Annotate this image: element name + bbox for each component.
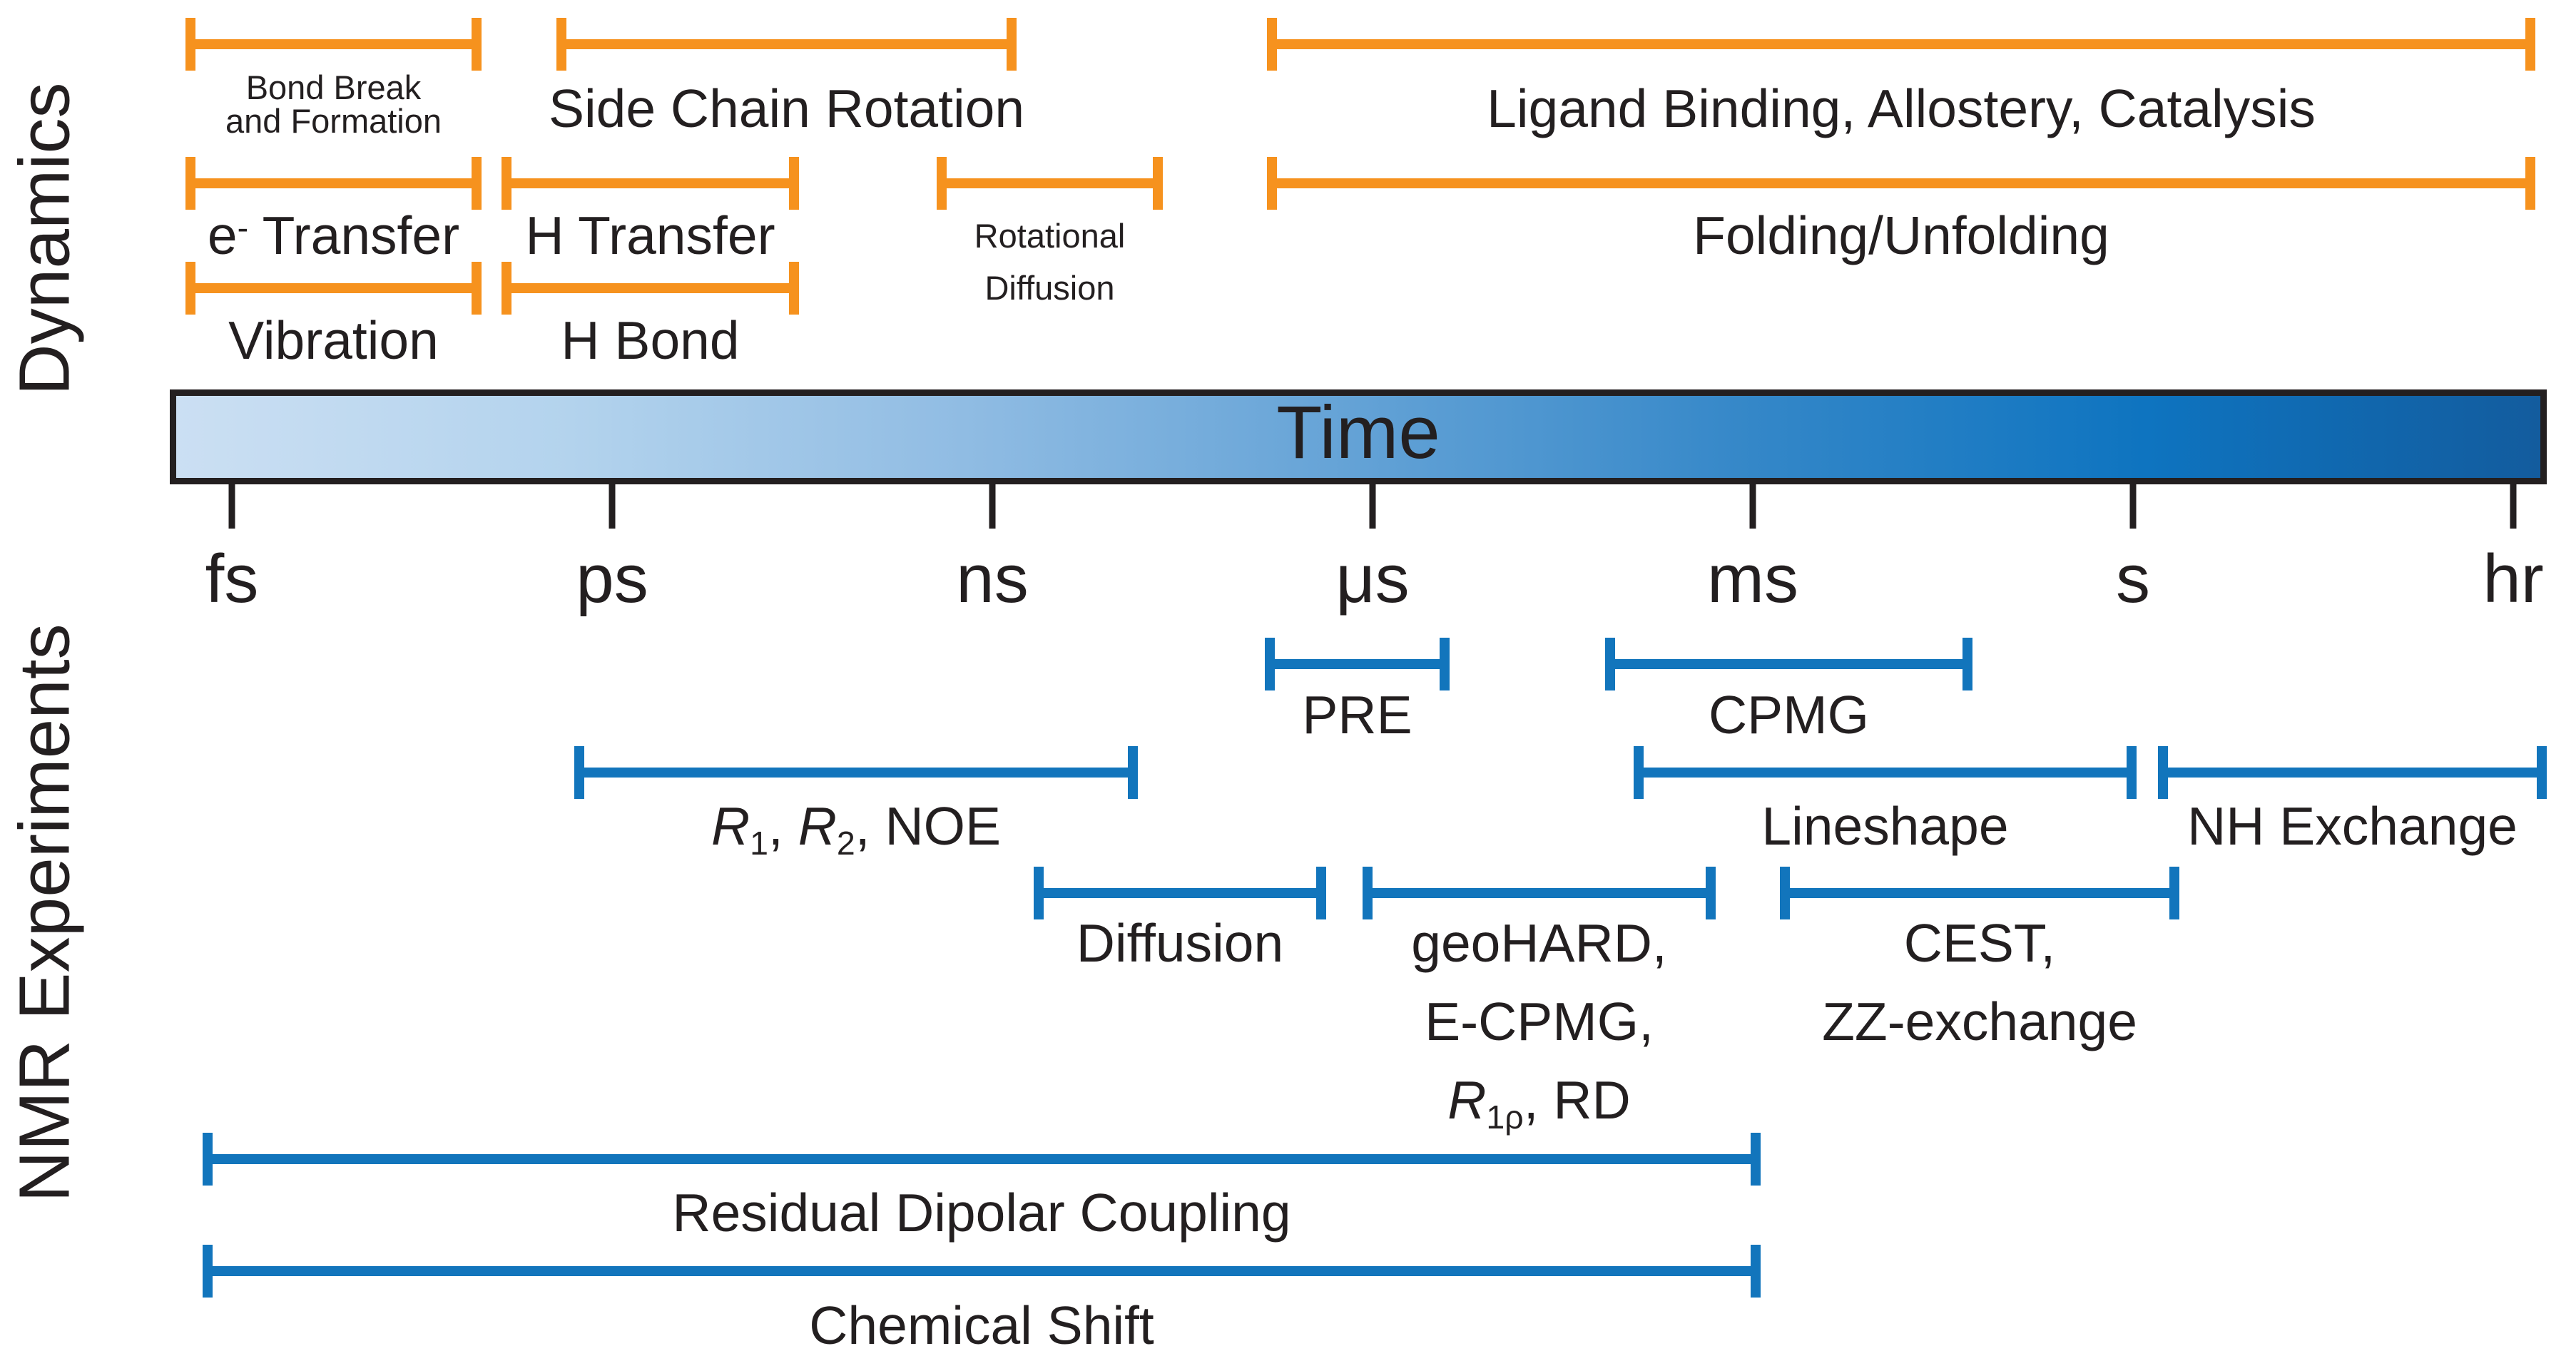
bracket-cap-right	[789, 262, 799, 315]
bracket-label: Folding/Unfolding	[1693, 205, 2109, 265]
bracket-line	[937, 178, 1163, 188]
bracket-line	[1034, 888, 1326, 898]
axis-tick-6	[2510, 484, 2517, 529]
bracket-cap-right	[1751, 1133, 1761, 1186]
bracket-cap-right	[2127, 746, 2137, 799]
bracket-cap-left	[185, 157, 195, 210]
bracket-line	[1267, 178, 2535, 188]
bracket-label: Residual Dipolar Coupling	[672, 1183, 1291, 1243]
bracket-cap-left	[1265, 638, 1275, 690]
bracket-cap-left	[2158, 746, 2168, 799]
axis-label-3: μs	[1335, 541, 1410, 617]
bracket-line	[574, 768, 1138, 778]
bracket-label: NH Exchange	[2187, 796, 2518, 856]
bracket-cap-right	[472, 18, 482, 71]
bracket-cap-left	[502, 262, 511, 315]
bracket-cap-left	[574, 746, 584, 799]
bracket-cap-right	[472, 262, 482, 315]
bracket-cap-right	[1007, 18, 1017, 71]
bracket-cap-right	[1706, 867, 1716, 919]
time-bar: Time	[170, 389, 2547, 484]
axis-label-2: ns	[956, 541, 1029, 617]
bracket-cap-right	[2525, 157, 2535, 210]
bracket-label: H Transfer	[525, 205, 775, 265]
axis-label-5: s	[2116, 541, 2150, 617]
bracket-cap-right	[1128, 746, 1138, 799]
bracket-cap-left	[556, 18, 566, 71]
bracket-cap-left	[203, 1245, 213, 1298]
bracket-cap-left	[1267, 18, 1277, 71]
bracket-label: H Bond	[561, 310, 740, 370]
bracket-line	[185, 39, 482, 49]
bracket-line	[1780, 888, 2179, 898]
axis-tick-4	[1749, 484, 1756, 529]
bracket-cap-left	[937, 157, 947, 210]
dynamics-section-label: Dynamics	[4, 82, 85, 396]
bracket-line	[185, 283, 482, 293]
bracket-label: R1, R2, NOE	[711, 796, 1001, 862]
bracket-label: Chemical Shift	[809, 1295, 1154, 1355]
bracket-cap-right	[1316, 867, 1326, 919]
bracket-line	[1363, 888, 1716, 898]
bracket-cap-left	[1267, 157, 1277, 210]
bracket-label: Ligand Binding, Allostery, Catalysis	[1487, 78, 2316, 138]
bracket-label: PRE	[1302, 685, 1412, 745]
time-bar-label: Time	[1276, 390, 1440, 474]
bracket-cap-right	[1962, 638, 1972, 690]
bracket-cap-left	[203, 1133, 213, 1186]
bracket-cap-right	[472, 157, 482, 210]
bracket-cap-right	[2537, 746, 2547, 799]
bracket-cap-left	[185, 18, 195, 71]
bracket-cap-left	[185, 262, 195, 315]
axis-tick-1	[609, 484, 616, 529]
axis-label-1: ps	[576, 541, 648, 617]
bracket-cap-left	[1363, 867, 1373, 919]
bracket-cap-right	[789, 157, 799, 210]
bracket-cap-left	[1034, 867, 1044, 919]
bracket-cap-left	[1634, 746, 1644, 799]
axis-tick-5	[2129, 484, 2137, 529]
bracket-line	[502, 178, 799, 188]
bracket-line	[556, 39, 1017, 49]
bracket-cap-left	[1780, 867, 1790, 919]
bracket-line	[1265, 659, 1450, 669]
bracket-cap-right	[1153, 157, 1163, 210]
axis-label-0: fs	[205, 541, 259, 617]
bracket-cap-left	[502, 157, 511, 210]
bracket-label: Vibration	[228, 310, 439, 370]
bracket-line	[502, 283, 799, 293]
bracket-cap-right	[2169, 867, 2179, 919]
bracket-cap-right	[1440, 638, 1450, 690]
bracket-label: geoHARD,E-CPMG,R1ρ, RD	[1411, 913, 1667, 1136]
bracket-line	[1634, 768, 2137, 778]
bracket-cap-right	[1751, 1245, 1761, 1298]
bracket-line	[1267, 39, 2535, 49]
bracket-label: Lineshape	[1761, 796, 2009, 856]
axis-tick-3	[1369, 484, 1376, 529]
bracket-line	[185, 178, 482, 188]
bracket-cap-left	[1605, 638, 1615, 690]
axis-tick-2	[989, 484, 996, 529]
axis-label-4: ms	[1707, 541, 1798, 617]
axis-tick-0	[228, 484, 235, 529]
bracket-line	[203, 1266, 1761, 1276]
bracket-cap-right	[2525, 18, 2535, 71]
bracket-line	[1605, 659, 1972, 669]
bracket-line	[203, 1154, 1761, 1164]
bracket-label: e- Transfer	[207, 205, 460, 265]
bracket-label: Diffusion	[1076, 913, 1284, 973]
bracket-label: Side Chain Rotation	[548, 78, 1025, 138]
bracket-line	[2158, 768, 2547, 778]
nmr-section-label: NMR Experiments	[4, 623, 85, 1203]
bracket-label: CPMG	[1709, 685, 1869, 745]
axis-label-6: hr	[2483, 541, 2544, 617]
bracket-label: CEST,ZZ-exchange	[1822, 913, 2137, 1051]
